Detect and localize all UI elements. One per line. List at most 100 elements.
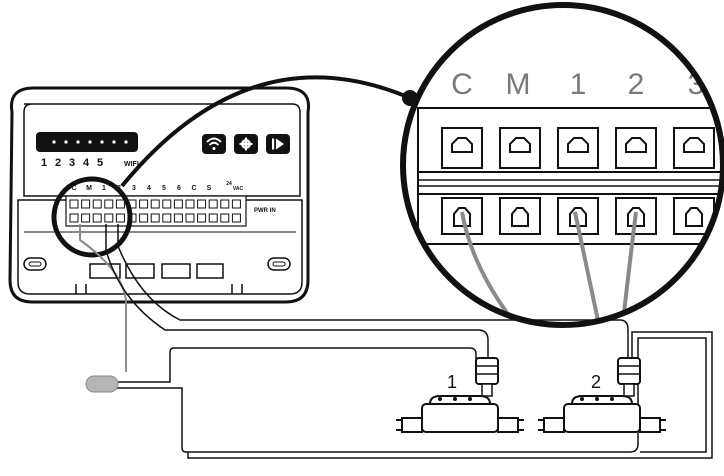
terminal-screw bbox=[104, 199, 114, 209]
terminal-label: 4 bbox=[147, 185, 151, 192]
terminal-label: 5 bbox=[162, 185, 166, 192]
led-dot bbox=[88, 140, 92, 144]
valve-2: 2 bbox=[538, 357, 666, 433]
zoom-terminal-release bbox=[683, 137, 705, 153]
terminal-label: 3 bbox=[132, 185, 136, 192]
zoom-terminal-release bbox=[509, 137, 531, 153]
zoom-terminal-top bbox=[557, 127, 599, 169]
terminal-screw bbox=[173, 199, 183, 209]
zone-label: 4 bbox=[83, 157, 90, 169]
zone-label: 5 bbox=[97, 157, 103, 169]
mount-slot-inner bbox=[28, 261, 42, 267]
valve-2-stem bbox=[623, 383, 635, 397]
zoom-divider-lines bbox=[418, 179, 723, 187]
terminal-label: M bbox=[86, 185, 92, 192]
valve-2-bolt bbox=[610, 397, 614, 401]
zoom-wire-zone1 bbox=[573, 211, 602, 325]
valve-2-bonnet bbox=[570, 395, 634, 405]
wire-nut-connector bbox=[85, 375, 119, 393]
zone-label: 1 bbox=[41, 157, 47, 169]
led-strip bbox=[36, 132, 138, 152]
led-dot bbox=[52, 140, 56, 144]
zoom-terminal-release bbox=[451, 137, 473, 153]
led-dot bbox=[76, 140, 80, 144]
zoom-leader-line bbox=[120, 75, 411, 188]
terminal-slot bbox=[92, 213, 102, 223]
bottom-tab-left bbox=[75, 284, 87, 294]
valve-1-solenoid-bands bbox=[476, 365, 498, 375]
terminal-screw bbox=[115, 199, 125, 209]
terminal-slot bbox=[185, 213, 195, 223]
wifi-button[interactable] bbox=[202, 134, 226, 154]
bottom-tab-right bbox=[231, 284, 243, 294]
terminal-screw bbox=[231, 199, 241, 209]
valve-1-bolt bbox=[453, 397, 457, 401]
valve-1-solenoid bbox=[475, 357, 499, 385]
terminal-label: 1 bbox=[102, 185, 106, 192]
play-pause-icon bbox=[272, 138, 284, 150]
settings-button[interactable] bbox=[234, 134, 258, 154]
zone2-wire bbox=[117, 224, 629, 358]
valve-2-solenoid-bands bbox=[618, 365, 640, 375]
zoom-label-c: C bbox=[451, 68, 473, 101]
terminal-slot bbox=[208, 213, 218, 223]
zoom-circle-border bbox=[400, 2, 724, 328]
controller-unit: 1 2 3 4 5 WIFI bbox=[8, 86, 311, 304]
zoom-terminal-socket bbox=[511, 207, 529, 227]
valve-1-inlet bbox=[401, 417, 423, 433]
valve-1-body bbox=[421, 403, 499, 433]
terminal-label: 6 bbox=[177, 185, 181, 192]
led-dot bbox=[64, 140, 68, 144]
valve-1-bolt bbox=[468, 397, 472, 401]
common-loop-upper bbox=[110, 347, 477, 383]
mount-slot-inner bbox=[272, 261, 286, 267]
gear-icon bbox=[239, 137, 253, 151]
knockout-4 bbox=[196, 263, 224, 279]
wifi-label: WIFI bbox=[124, 161, 139, 168]
run-button[interactable] bbox=[266, 134, 290, 154]
zoom-terminal-release bbox=[567, 137, 589, 153]
valve-2-body bbox=[563, 403, 641, 433]
vac-label-bottom: VAC bbox=[233, 186, 244, 192]
led-dot bbox=[124, 140, 128, 144]
terminal-slot bbox=[104, 213, 114, 223]
common-loop-outer bbox=[187, 331, 713, 459]
led-dot bbox=[112, 140, 116, 144]
valve-1: 1 bbox=[396, 357, 524, 433]
wifi-button-body[interactable] bbox=[202, 134, 226, 154]
zoom-terminal-release bbox=[625, 137, 647, 153]
power-in-label: PWR IN bbox=[254, 208, 276, 214]
zone-label: 3 bbox=[69, 157, 75, 169]
terminal-screw bbox=[185, 199, 195, 209]
zoom-terminal-divider bbox=[417, 171, 723, 195]
wifi-icon bbox=[206, 137, 222, 150]
terminal-slot bbox=[173, 213, 183, 223]
terminal-screw bbox=[162, 199, 172, 209]
terminal-slot bbox=[150, 213, 160, 223]
valve-1-stem bbox=[481, 383, 493, 397]
valve-2-bolt bbox=[580, 397, 584, 401]
valve-1-bonnet bbox=[428, 395, 492, 405]
valve-2-bolt bbox=[595, 397, 599, 401]
terminal-screw bbox=[92, 199, 102, 209]
valve-2-inlet bbox=[543, 417, 565, 433]
knockout-3 bbox=[161, 263, 191, 279]
highlight-circle bbox=[51, 176, 133, 258]
zoom-label-1: 1 bbox=[570, 68, 587, 101]
terminal-slot bbox=[231, 213, 241, 223]
terminal-slot bbox=[220, 213, 230, 223]
zoom-callout: C M 1 2 3 bbox=[400, 2, 724, 328]
terminal-screws bbox=[69, 199, 241, 223]
terminal-label: C bbox=[71, 185, 76, 192]
terminal-slot bbox=[162, 213, 172, 223]
led-dots bbox=[52, 140, 128, 144]
valve-1-bolt bbox=[438, 397, 442, 401]
zone-number-labels: 1 2 3 4 5 bbox=[41, 157, 103, 169]
terminal-screw bbox=[220, 199, 230, 209]
terminal-screw bbox=[197, 199, 207, 209]
valve-1-outlet bbox=[497, 417, 519, 433]
terminal-slot bbox=[139, 213, 149, 223]
terminal-screw bbox=[208, 199, 218, 209]
